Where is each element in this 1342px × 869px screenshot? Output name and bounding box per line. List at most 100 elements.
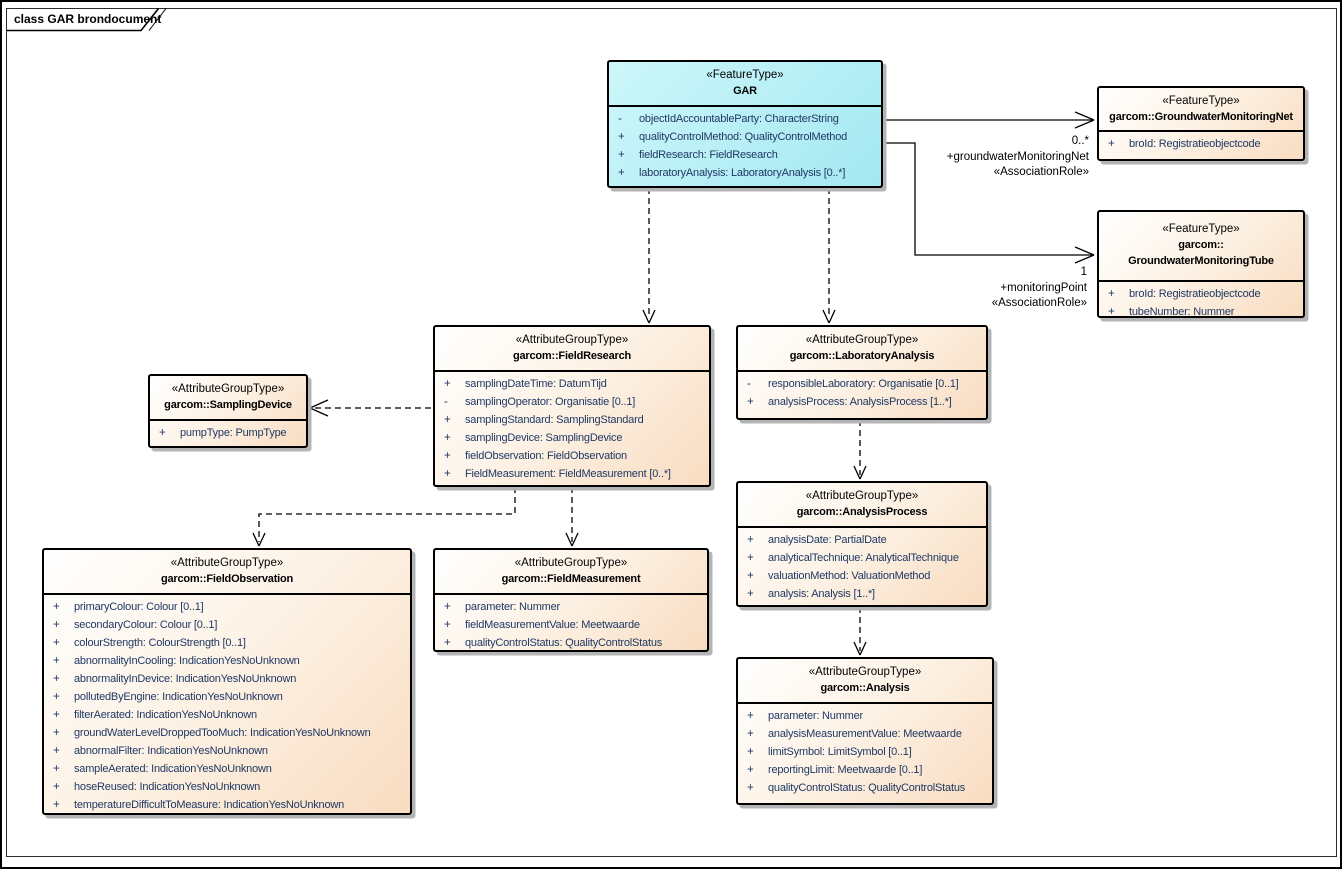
attribute-row: -samplingOperator: Organisatie [0..1] xyxy=(435,393,709,411)
visibility-symbol: + xyxy=(747,710,754,722)
attribute-text: samplingDateTime: DatumTijd xyxy=(465,378,607,390)
class-name: garcom::Analysis xyxy=(820,682,910,694)
attribute-row: +parameter: Nummer xyxy=(435,598,707,616)
attribute-row: + broId: Registratieobjectcode xyxy=(1099,285,1303,303)
class-header: «AttributeGroupType» garcom::FieldObserv… xyxy=(44,550,410,595)
class-box-groundwatermonitoringtube[interactable]: «FeatureType» garcom:: GroundwaterMonito… xyxy=(1097,210,1305,318)
dependency-gar-laboratoryanalysis[interactable] xyxy=(822,188,836,324)
visibility-symbol: + xyxy=(53,799,60,811)
class-name: garcom::FieldObservation xyxy=(160,573,294,585)
dependency-laboratoryanalysis-analysisprocess[interactable] xyxy=(853,420,867,480)
attribute-text: laboratoryAnalysis: LaboratoryAnalysis [… xyxy=(639,167,846,179)
attribute-compartment: +broId: Registratieobjectcode xyxy=(1099,132,1303,153)
dependency-gar-fieldresearch[interactable] xyxy=(642,188,656,324)
attribute-row: +fieldObservation: FieldObservation xyxy=(435,447,709,465)
attribute-text: pumpType: PumpType xyxy=(180,427,287,439)
class-box-fieldresearch[interactable]: «AttributeGroupType» garcom::FieldResear… xyxy=(433,325,711,487)
visibility-symbol: + xyxy=(444,378,451,390)
class-box-gar[interactable]: «FeatureType» GAR -objectIdAccountablePa… xyxy=(607,60,883,188)
visibility-symbol: + xyxy=(444,601,451,613)
association-gar-groundwatermonitoringnet[interactable] xyxy=(883,111,1095,129)
attribute-compartment: +parameter: Nummer+analysisMeasurementVa… xyxy=(738,704,992,797)
dependency-fieldresearch-samplingdevice[interactable] xyxy=(309,399,431,417)
attribute-row: +FieldMeasurement: FieldMeasurement [0..… xyxy=(435,465,709,483)
attribute-text: fieldResearch: FieldResearch xyxy=(639,149,778,161)
class-header: «AttributeGroupType» garcom::FieldResear… xyxy=(435,327,709,372)
attribute-text: hoseReused: IndicationYesNoUnknown xyxy=(74,781,261,793)
attribute-text: sampleAerated: IndicationYesNoUnknown xyxy=(74,763,272,775)
class-stereotype: «FeatureType» xyxy=(1162,95,1240,107)
attribute-row: +secondaryColour: Colour [0..1] xyxy=(44,616,410,634)
class-box-samplingdevice[interactable]: «AttributeGroupType» garcom::SamplingDev… xyxy=(148,374,308,448)
attribute-row: + abnormalityInCooling: IndicationYesNoUn… xyxy=(44,652,410,670)
dependency-analysisprocess-analysis[interactable] xyxy=(853,607,867,656)
class-header: «AttributeGroupType» garcom::AnalysisPro… xyxy=(738,483,986,528)
class-name: garcom::FieldMeasurement xyxy=(501,573,641,585)
class-header: «AttributeGroupType» garcom::SamplingDev… xyxy=(150,376,306,421)
attribute-text: qualityControlStatus: QualityControlStat… xyxy=(768,782,966,794)
class-header: «AttributeGroupType» garcom::FieldMeasur… xyxy=(435,550,707,595)
attribute-text: broId: Registratieobjectcode xyxy=(1129,138,1261,150)
visibility-symbol: + xyxy=(53,637,60,649)
attribute-row: +filterAerated: IndicationYesNoUnknown xyxy=(44,706,410,724)
attribute-row: +fieldResearch: FieldResearch xyxy=(609,146,881,164)
attribute-row: + analysisMeasurementValue: Meetwaarde xyxy=(738,725,992,743)
diagram-title: class GAR brondocument xyxy=(14,12,162,26)
visibility-symbol: + xyxy=(747,728,754,740)
class-box-fieldobservation[interactable]: «AttributeGroupType» garcom::FieldObserv… xyxy=(42,548,412,815)
visibility-symbol: + xyxy=(1108,288,1115,300)
association-labels-net: 0..* +groundwaterMonitoringNet «Associat… xyxy=(889,134,1089,181)
attribute-compartment: +parameter: Nummer+fieldMeasurementValue… xyxy=(435,595,707,652)
multiplicity-label: 0..* xyxy=(1071,135,1089,147)
attribute-text: responsibleLaboratory: Organisatie [0..1… xyxy=(768,378,959,390)
attribute-row: +samplingDevice: SamplingDevice xyxy=(435,429,709,447)
visibility-symbol: + xyxy=(53,781,60,793)
attribute-text: tubeNumber: Nummer xyxy=(1129,306,1235,318)
attribute-row: +valuationMethod: ValuationMethod xyxy=(738,567,986,585)
attribute-text: abnormalFilter: IndicationYesNoUnknown xyxy=(74,745,268,757)
dependency-fieldresearch-fieldobservation[interactable] xyxy=(252,487,516,547)
visibility-symbol: + xyxy=(53,601,60,613)
class-box-analysisprocess[interactable]: «AttributeGroupType» garcom::AnalysisPro… xyxy=(736,481,988,607)
attribute-row: +broId: Registratieobjectcode xyxy=(1099,135,1303,153)
attribute-row: +pumpType: PumpType xyxy=(150,424,306,442)
attribute-text: analysisMeasurementValue: Meetwaarde xyxy=(768,728,962,740)
attribute-row: + tubeNumber: Nummer xyxy=(1099,303,1303,321)
class-name: GAR xyxy=(733,85,757,97)
association-gar-groundwatermonitoringtube[interactable] xyxy=(883,142,1095,264)
attribute-row: + temperatureDifficultToMeasure: Indicati… xyxy=(44,796,410,814)
attribute-row: + hoseReused: IndicationYesNoUnknown xyxy=(44,778,410,796)
attribute-text: objectIdAccountableParty: CharacterStrin… xyxy=(639,113,839,125)
attribute-row: +parameter: Nummer xyxy=(738,707,992,725)
visibility-symbol: + xyxy=(618,167,625,179)
class-box-groundwatermonitoringnet[interactable]: «FeatureType» garcom::GroundwaterMonitor… xyxy=(1097,86,1305,161)
visibility-symbol: + xyxy=(53,619,60,631)
attribute-row: +limitSymbol: LimitSymbol [0..1] xyxy=(738,743,992,761)
class-stereotype: «FeatureType» xyxy=(1162,223,1240,235)
attribute-text: temperatureDifficultToMeasure: Indicatio… xyxy=(74,799,345,811)
attribute-compartment: + broId: Registratieobjectcode + tubeNumber… xyxy=(1099,282,1303,321)
visibility-symbol: + xyxy=(747,782,754,794)
class-stereotype: «AttributeGroupType» xyxy=(805,490,919,502)
attribute-compartment: - responsibleLaboratory: Organisatie [0..… xyxy=(738,372,986,411)
attribute-row: +pollutedByEngine: IndicationYesNoUnknow… xyxy=(44,688,410,706)
class-stereotype: «AttributeGroupType» xyxy=(170,557,284,569)
visibility-symbol: + xyxy=(53,655,60,667)
diagram-frame xyxy=(6,8,1337,857)
class-header: «AttributeGroupType» garcom::LaboratoryA… xyxy=(738,327,986,372)
dependency-fieldresearch-fieldmeasurement[interactable] xyxy=(565,487,579,547)
attribute-row: +abnormalFilter: IndicationYesNoUnknown xyxy=(44,742,410,760)
visibility-symbol: + xyxy=(1108,306,1115,318)
class-box-analysis[interactable]: «AttributeGroupType» garcom::Analysis +p… xyxy=(736,657,994,805)
visibility-symbol: - xyxy=(444,396,448,408)
attribute-row: +groundWaterLevelDroppedTooMuch: Indicat… xyxy=(44,724,410,742)
class-name: garcom::SamplingDevice xyxy=(164,399,292,411)
visibility-symbol: - xyxy=(747,378,751,390)
attribute-text: broId: Registratieobjectcode xyxy=(1129,288,1261,300)
visibility-symbol: + xyxy=(53,763,60,775)
attribute-text: qualityControlStatus: QualityControlStat… xyxy=(465,637,663,649)
class-box-fieldmeasurement[interactable]: «AttributeGroupType» garcom::FieldMeasur… xyxy=(433,548,709,652)
attribute-text: abnormalityInCooling: IndicationYesNoUnk… xyxy=(74,655,300,667)
attribute-text: samplingDevice: SamplingDevice xyxy=(465,432,623,444)
class-box-laboratoryanalysis[interactable]: «AttributeGroupType» garcom::LaboratoryA… xyxy=(736,325,988,420)
